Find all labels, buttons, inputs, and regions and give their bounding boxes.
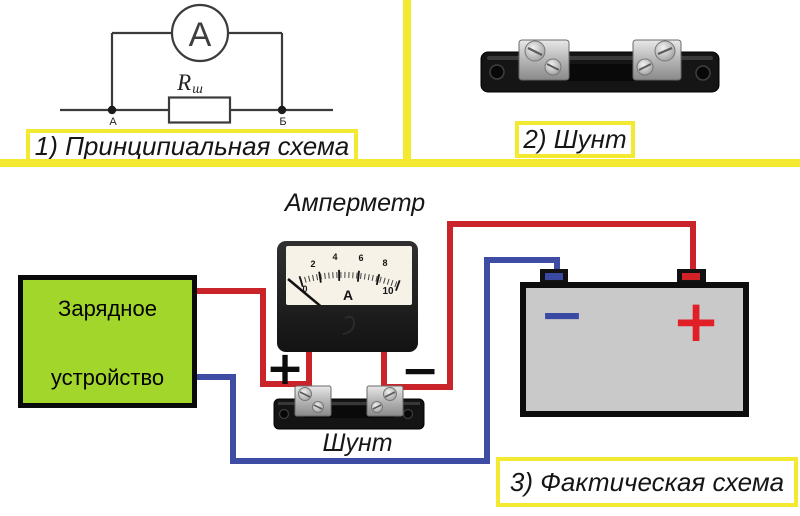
vertical-divider <box>403 0 411 161</box>
dial-unit-letter: A <box>343 287 353 303</box>
shunt-bar-highlight <box>278 402 420 405</box>
ammeter-circle-symbol <box>170 3 230 63</box>
battery-minus-text: − <box>539 283 585 346</box>
ammeter-scale: 0 2 4 6 8 10 A <box>287 252 401 305</box>
scale-label-8: 8 <box>382 258 387 268</box>
scale-label-0: 0 <box>302 284 307 294</box>
ammeter-device: 0 2 4 6 8 10 A <box>277 241 418 352</box>
horizontal-divider <box>0 159 800 167</box>
scale-label-4: 4 <box>332 252 337 262</box>
label-2-text: 2) Шунт <box>523 124 627 154</box>
shunt-terminal-right <box>366 385 404 417</box>
shunt-small <box>273 385 425 430</box>
battery-minus-sign: − <box>538 288 586 342</box>
ammeter-dial: 0 2 4 6 8 10 A <box>286 246 412 305</box>
mount-hole-right <box>695 65 711 81</box>
battery-plus-sign: + <box>671 292 721 350</box>
battery-terminal-negative-contact <box>545 273 563 280</box>
ammeter-plus-text: + <box>265 341 305 395</box>
scale-ticks-arc <box>300 271 400 288</box>
charger-line2: устройство <box>50 365 165 390</box>
battery-plus-text: + <box>671 287 721 355</box>
label-3-text: 3) Фактическая схема <box>509 466 785 497</box>
shunt-terminal-left <box>518 39 570 81</box>
scale-label-6: 6 <box>358 253 363 263</box>
ammeter-minus-sign: − <box>398 347 442 393</box>
charger-line1: Зарядное <box>58 296 157 321</box>
label-1-text: 1) Принципиальная схема <box>34 131 350 161</box>
ammeter-plus-sign: + <box>263 345 307 391</box>
ammeter-minus-text: − <box>400 343 440 397</box>
shunt-terminal-right <box>632 39 682 81</box>
label-1-box: 1) Принципиальная схема <box>26 129 358 164</box>
node-dot-b <box>277 105 287 115</box>
mount-hole-left <box>278 408 290 420</box>
ammeter-symbol-letter: A <box>189 16 212 54</box>
node-label-b: Б <box>279 116 286 128</box>
battery-terminal-positive <box>677 269 706 284</box>
charger-box: Зарядное устройство <box>18 275 197 408</box>
label-2-box: 2) Шунт <box>515 121 635 158</box>
shunt-small-label: Шунт <box>300 429 415 458</box>
resistor-label: Rш <box>176 70 203 97</box>
node-label-a: А <box>109 116 117 128</box>
shunt-small-label-text: Шунт <box>322 429 393 457</box>
schematic-diagram: A Rш А Б <box>60 3 333 128</box>
mount-hole-right <box>402 408 414 420</box>
node-dot-a <box>107 105 117 115</box>
battery-box <box>520 282 749 417</box>
ammeter-title-text: Амперметр <box>284 189 426 217</box>
ammeter-title: Амперметр <box>260 189 450 218</box>
meter-emblem <box>342 315 356 335</box>
scale-label-10: 10 <box>382 286 394 297</box>
battery-terminal-positive-contact <box>682 273 700 280</box>
shunt-resistor-box <box>167 96 232 124</box>
shunt-photo <box>480 39 720 93</box>
needle <box>287 278 322 305</box>
battery-terminal-negative <box>540 269 568 284</box>
label-3-box: 3) Фактическая схема <box>496 457 798 507</box>
mount-hole-left <box>489 64 505 80</box>
scale-label-2: 2 <box>310 259 315 269</box>
shunt-terminal-left <box>294 385 332 417</box>
